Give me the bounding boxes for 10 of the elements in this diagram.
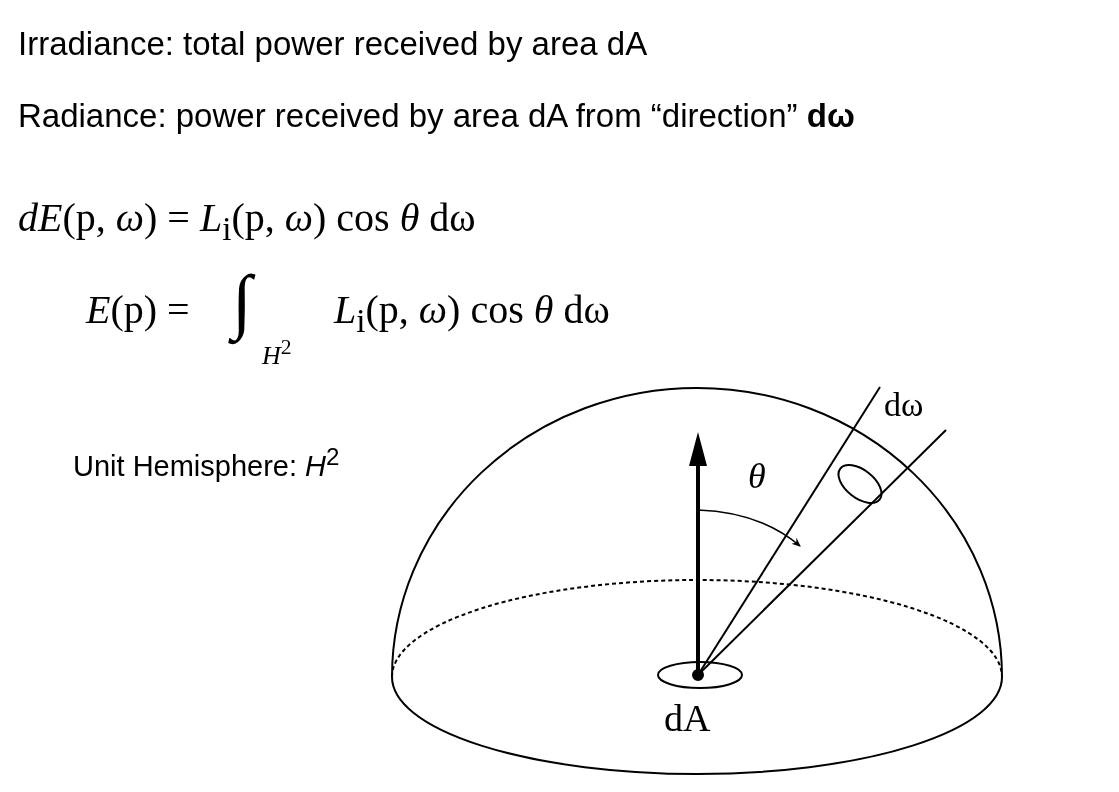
equation: E(p) = (86, 288, 190, 332)
equation: L$_{i}$(p, ω) cos θ dω (334, 288, 610, 340)
integral-limit: H$^{2}$ (262, 336, 292, 371)
area-label: dA (664, 698, 711, 740)
hemisphere-label: Unit Hemisphere: H$^{2}$ (73, 444, 340, 483)
heading-text: Radiance: power received by area dA from “direction” dω (18, 98, 855, 135)
equation: dE(p, ω) = L$_{i}$(p, ω) cos θ dω (18, 196, 476, 248)
heading-text: Irradiance: total power received by area dA (18, 26, 648, 63)
solid-angle-label: dω (884, 386, 924, 424)
angle-label: θ (748, 457, 766, 497)
